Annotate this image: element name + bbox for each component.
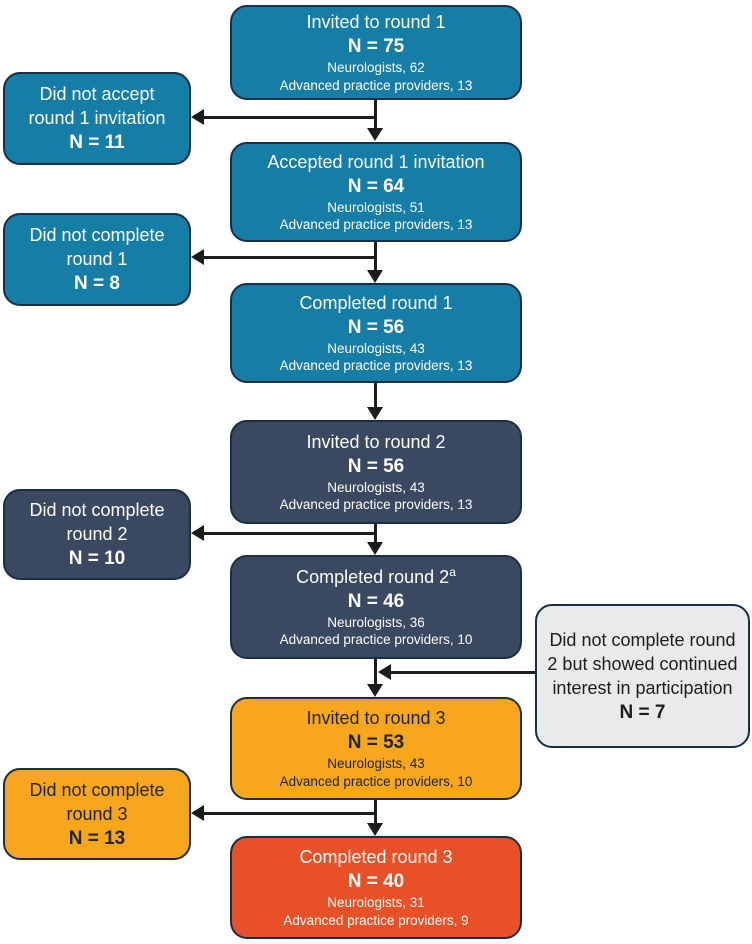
flow-box-invited-round-2: Invited to round 2 N = 56 Neurologists, … bbox=[230, 420, 522, 524]
box-detail: Advanced practice providers, 13 bbox=[279, 77, 473, 93]
box-detail: Neurologists, 51 bbox=[327, 199, 425, 215]
box-detail: Advanced practice providers, 13 bbox=[279, 497, 473, 512]
rejoin-line bbox=[391, 671, 535, 674]
box-title: Invited to round 2 bbox=[306, 431, 446, 452]
box-title: Did not accept round 1 invitation bbox=[28, 84, 166, 128]
box-detail: Neurologists, 62 bbox=[327, 60, 425, 75]
arrow-down-icon bbox=[367, 270, 383, 283]
flow-box-accepted-round-1: Accepted round 1 invitation N = 64 Neuro… bbox=[230, 142, 522, 242]
flow-box-did-not-complete-round-1: Did not complete round 1 N = 8 bbox=[3, 213, 191, 306]
box-title: Did not complete round 3 bbox=[29, 779, 165, 824]
box-detail: Advanced practice providers, 9 bbox=[283, 912, 469, 928]
connector-line-6 bbox=[374, 800, 377, 823]
arrow-left-icon bbox=[191, 805, 204, 821]
box-detail: Neurologists, 31 bbox=[327, 895, 425, 910]
box-title: Did not complete round 2 bbox=[29, 500, 165, 544]
flow-box-completed-round-1: Completed round 1 N = 56 Neurologists, 4… bbox=[230, 283, 522, 383]
box-detail: Advanced practice providers, 13 bbox=[279, 217, 473, 232]
box-n: N = 53 bbox=[347, 732, 405, 753]
box-n: N = 56 bbox=[347, 455, 405, 477]
arrow-down-icon bbox=[367, 542, 383, 555]
box-title: Completed round 2a bbox=[296, 566, 456, 589]
box-title: Did not complete round 1 bbox=[29, 225, 165, 269]
box-detail: Advanced practice providers, 10 bbox=[279, 632, 473, 647]
branch-line-1 bbox=[203, 116, 376, 119]
box-n: N = 11 bbox=[69, 132, 125, 153]
flow-box-invited-round-3: Invited to round 3 N = 53 Neurologists, … bbox=[230, 697, 522, 800]
branch-line-2 bbox=[203, 256, 376, 259]
box-detail: Neurologists, 43 bbox=[327, 340, 425, 356]
flow-box-rejoined-round-3: Did not complete round 2 but showed cont… bbox=[535, 604, 750, 748]
box-title-text: Completed round 2 bbox=[296, 566, 450, 587]
box-n: N = 64 bbox=[347, 175, 405, 197]
box-n: N = 8 bbox=[74, 273, 120, 294]
flow-box-did-not-accept-round-1: Did not accept round 1 invitation N = 11 bbox=[3, 72, 191, 165]
box-detail: Neurologists, 36 bbox=[327, 614, 425, 630]
connector-line-3 bbox=[374, 383, 377, 407]
box-n: N = 40 bbox=[347, 871, 405, 892]
box-title: Did not complete round 2 but showed cont… bbox=[547, 629, 738, 698]
box-n: N = 7 bbox=[619, 701, 666, 723]
arrow-left-icon bbox=[191, 249, 204, 265]
connector-line-1 bbox=[374, 100, 377, 128]
arrow-down-icon bbox=[367, 823, 383, 836]
branch-line-3 bbox=[203, 532, 376, 535]
connector-line-5 bbox=[374, 659, 377, 684]
box-n: N = 46 bbox=[347, 590, 405, 612]
box-title: Completed round 1 bbox=[299, 292, 453, 313]
flow-box-invited-round-1: Invited to round 1 N = 75 Neurologists, … bbox=[230, 5, 522, 100]
box-n: N = 75 bbox=[347, 36, 405, 57]
branch-line-4 bbox=[203, 812, 376, 815]
box-detail: Advanced practice providers, 13 bbox=[279, 358, 473, 373]
box-detail: Advanced practice providers, 10 bbox=[279, 773, 473, 789]
box-n: N = 13 bbox=[68, 827, 126, 849]
flow-box-completed-round-2: Completed round 2a N = 46 Neurologists, … bbox=[230, 555, 522, 659]
box-title: Invited to round 3 bbox=[306, 708, 446, 728]
box-n: N = 10 bbox=[68, 548, 126, 569]
box-n: N = 56 bbox=[347, 316, 405, 338]
box-title: Invited to round 1 bbox=[306, 12, 446, 32]
arrow-down-icon bbox=[367, 407, 383, 420]
flow-box-completed-round-3: Completed round 3 N = 40 Neurologists, 3… bbox=[230, 836, 522, 939]
box-detail: Neurologists, 43 bbox=[327, 756, 425, 771]
footnote-marker: a bbox=[449, 564, 456, 579]
arrow-down-icon bbox=[367, 128, 383, 141]
flow-box-did-not-complete-round-3: Did not complete round 3 N = 13 bbox=[3, 768, 191, 860]
arrow-left-icon bbox=[191, 525, 204, 541]
flow-box-did-not-complete-round-2: Did not complete round 2 N = 10 bbox=[3, 489, 191, 580]
arrow-left-icon bbox=[378, 664, 391, 680]
box-title: Completed round 3 bbox=[299, 847, 453, 867]
arrow-down-icon bbox=[367, 684, 383, 697]
box-title: Accepted round 1 invitation bbox=[267, 151, 485, 172]
arrow-left-icon bbox=[191, 109, 204, 125]
box-detail: Neurologists, 43 bbox=[327, 479, 425, 495]
